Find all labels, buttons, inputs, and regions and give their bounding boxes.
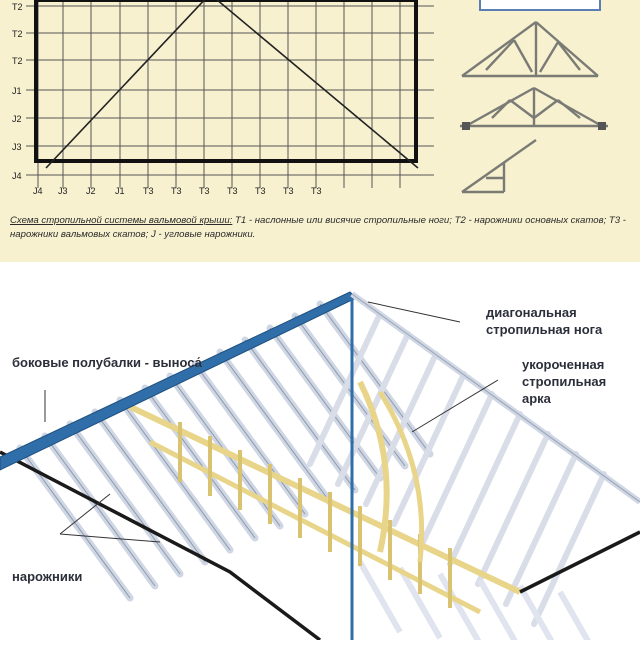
corner-jack-rafter: [437, 572, 483, 645]
callout-shortened-arch: укороченная стропильная арка: [522, 357, 607, 406]
corner-jack-rafter: [357, 560, 403, 634]
truss-diagram-2: [460, 86, 608, 130]
caption-title: Схема стропильной системы вальмовой крыш…: [10, 215, 233, 226]
plan-row-label: T2: [12, 2, 23, 12]
hip-rafter-right-edge: [351, 293, 640, 503]
truss-diagram-1: [461, 21, 599, 78]
plan-row-label: J1: [12, 86, 22, 96]
plan-row-label: T2: [12, 56, 23, 66]
wall-plate: [0, 450, 322, 642]
wood-framing-layer: [118, 380, 522, 615]
common-rafter-edge: [294, 315, 406, 467]
plan-column-label: T3: [199, 186, 210, 196]
truss-diagram-3: [461, 139, 537, 194]
common-rafter-edge: [244, 339, 356, 491]
plan-row-label: J2: [12, 114, 22, 124]
plan-row-label: T2: [12, 29, 23, 39]
plan-outline: [34, 0, 418, 163]
plan-column-label: T3: [311, 186, 322, 196]
common-rafter-edge: [219, 351, 331, 503]
plan-row-label: J3: [12, 142, 22, 152]
common-rafter-edge: [44, 435, 156, 587]
plan-column-label: J2: [86, 186, 96, 196]
ridge-beam: [118, 399, 522, 595]
caption-body: T1 - наслонные или висячие стропильные н…: [10, 215, 626, 240]
common-rafter-edge: [194, 363, 306, 515]
plan-column-label: T3: [171, 186, 182, 196]
plan-column-label: T3: [227, 186, 238, 196]
plan-column-label: T3: [283, 186, 294, 196]
common-rafter-edge: [269, 327, 381, 479]
common-rafter-edge: [119, 399, 231, 551]
plan-column-label: J3: [58, 186, 68, 196]
shortened-rafter-arch-2: [377, 390, 425, 563]
roof-3d-panel: боковые полубалки - выноса́ диагональная…: [0, 262, 640, 645]
plan-grid: [26, 0, 434, 188]
wall-plate-right: [519, 530, 640, 594]
plan-row-label: J4: [12, 171, 22, 181]
hip-jack-rafter: [475, 431, 551, 587]
truss-label-frame: [479, 0, 601, 11]
callout-diagonal-rafter: диагональная стропильная нога: [486, 305, 603, 337]
shortened-rafter-arch: [357, 380, 390, 553]
callout-side-half-beams: боковые полубалки - выноса́: [12, 355, 202, 370]
roof-3d-drawing: [0, 291, 640, 645]
plan-column-label: J1: [115, 186, 125, 196]
plan-column-label: J4: [33, 186, 43, 196]
purlin: [148, 439, 482, 615]
callout-leaders: [44, 301, 499, 543]
corner-jack-rafter: [477, 578, 521, 645]
plan-column-label: T3: [255, 186, 266, 196]
common-rafter-edge: [69, 423, 181, 575]
corner-jack-rafter: [397, 566, 443, 640]
common-rafter-edge: [94, 411, 206, 563]
common-rafter-edge: [144, 387, 256, 539]
hip-jack-rafter: [307, 311, 383, 467]
common-rafter-edge: [319, 303, 431, 455]
hip-jack-rafter: [531, 471, 607, 627]
plan-column-label: T3: [143, 186, 154, 196]
hip-ridge-lines: [45, 0, 419, 169]
plan-caption: Схема стропильной системы вальмовой крыш…: [10, 214, 630, 242]
hip-jack-rafter: [447, 411, 523, 567]
hip-jack-rafter: [391, 371, 467, 527]
corner-jack-rafter: [557, 590, 594, 645]
plan-bottom-labels: J4 J3 J2 J1 T3 T3 T3 T3 T3 T3 T3: [33, 186, 322, 196]
callout-jack-rafters: нарожники: [12, 569, 83, 584]
hip-jack-rafter: [419, 391, 495, 547]
hip-jack-rafter: [503, 451, 579, 607]
